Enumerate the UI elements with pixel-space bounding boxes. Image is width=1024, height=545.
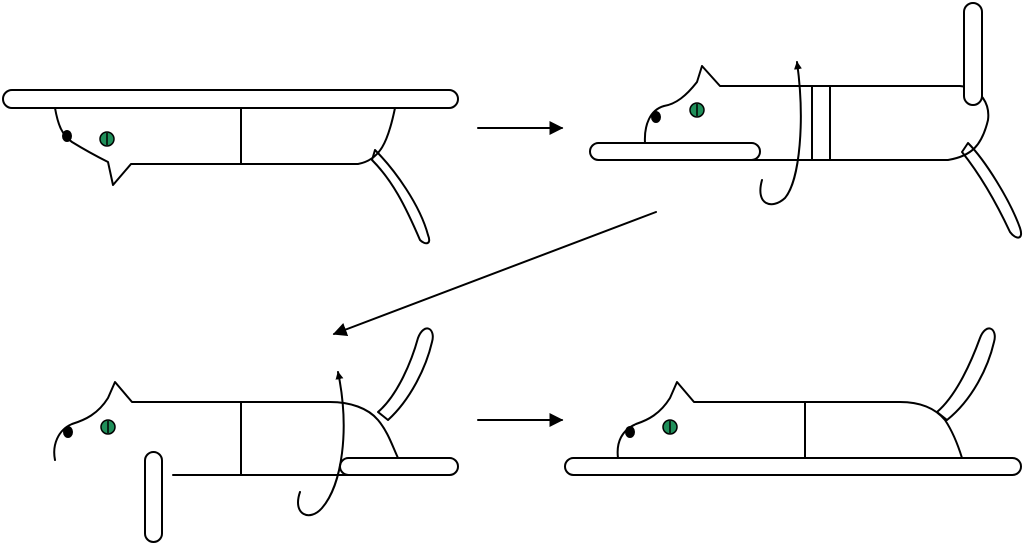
front-legs <box>2 89 459 109</box>
cat-step-3-rear-rotating <box>53 327 459 543</box>
tail <box>377 327 434 421</box>
cat-step-2-front-rotated <box>589 2 1022 239</box>
rotation-arrow-rear <box>297 371 345 517</box>
cat-step-4-upright <box>564 327 1022 476</box>
nose <box>63 426 73 438</box>
body <box>643 65 990 161</box>
rotation-arrow-front <box>759 61 802 206</box>
step-arrow-2 <box>332 211 657 337</box>
front-leg-down <box>144 451 163 543</box>
body <box>54 107 396 186</box>
tail <box>961 142 1022 239</box>
rear-legs <box>339 457 459 476</box>
cat-step-1-upside-down <box>2 89 459 245</box>
tail <box>371 149 431 245</box>
rear-leg-up <box>963 2 983 106</box>
nose <box>62 130 72 142</box>
legs <box>564 457 1022 476</box>
nose <box>651 111 661 123</box>
nose <box>625 426 635 438</box>
tail <box>936 327 996 421</box>
front-legs <box>589 142 761 161</box>
